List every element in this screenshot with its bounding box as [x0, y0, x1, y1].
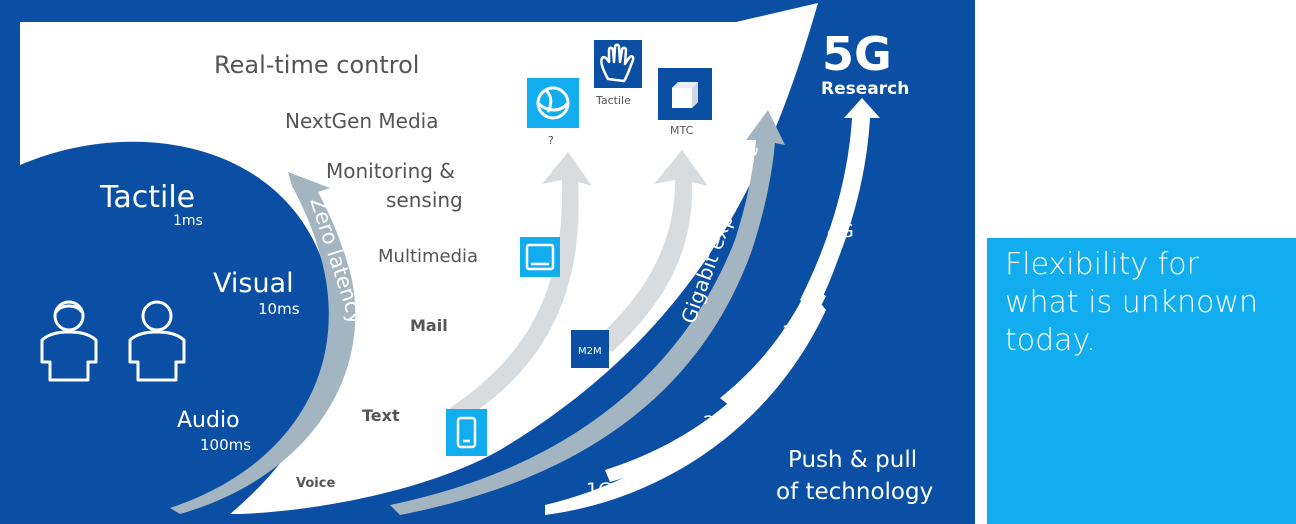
- multimedia-arrow: [450, 152, 592, 422]
- gen-label-3g: 3G: [782, 322, 809, 344]
- 5g-diagram: Real-time control NextGen Media Monitori…: [0, 0, 975, 524]
- monitoring-label-2: sensing: [386, 188, 463, 212]
- m2m-tile: [571, 330, 609, 368]
- mtc-label: MTC: [670, 124, 694, 137]
- tablet-icon: [525, 243, 555, 271]
- people-icon: [40, 300, 186, 382]
- 5g-subtitle: Research: [821, 79, 909, 99]
- visual-latency-label: Visual: [213, 268, 294, 299]
- zero-latency-arrow: [170, 172, 356, 514]
- globe-icon: [536, 86, 570, 120]
- phone-tile: [446, 409, 487, 456]
- realtime-label: Real-time control: [214, 51, 419, 79]
- monitoring-label-1: Monitoring &: [326, 159, 455, 183]
- tactile-latency-label: Tactile: [99, 180, 195, 215]
- audio-ms: 100ms: [200, 436, 251, 454]
- globe-tile: [527, 78, 579, 128]
- text-label: Text: [362, 406, 400, 425]
- gen-band-4: [800, 98, 880, 310]
- nextgen-label: NextGen Media: [285, 109, 439, 133]
- gen-label-4g: 4G: [827, 220, 854, 242]
- tactile-ms: 1ms: [173, 213, 203, 229]
- gen-label-2g: 2G: [703, 412, 730, 434]
- m2m-label: M2M: [578, 346, 602, 357]
- push-pull-line1: Push & pull: [788, 447, 917, 473]
- hand-icon: [600, 43, 635, 83]
- gen-band-2: [605, 290, 826, 482]
- tactile-device-label: Tactile: [595, 94, 631, 107]
- 5g-title: 5G: [822, 27, 892, 81]
- voice-label: Voice: [296, 476, 335, 491]
- flexibility-panel: Flexibility for what is unknown today.: [987, 238, 1296, 524]
- latency-semicircle: [20, 141, 334, 514]
- push-pull-line2: of technology: [776, 479, 933, 505]
- cube-icon: [672, 82, 698, 108]
- gigabit-arrow: [390, 110, 785, 515]
- multimedia-label: Multimedia: [378, 246, 478, 267]
- phone-icon: [456, 416, 477, 449]
- visual-ms: 10ms: [258, 300, 300, 318]
- audio-latency-label: Audio: [177, 408, 240, 433]
- m2m-arrow: [595, 150, 708, 352]
- gen-label-1g: 1G: [586, 479, 613, 501]
- question-label: ?: [548, 134, 554, 147]
- mail-label: Mail: [410, 316, 448, 335]
- flexibility-text: Flexibility for what is unknown today.: [1005, 247, 1259, 358]
